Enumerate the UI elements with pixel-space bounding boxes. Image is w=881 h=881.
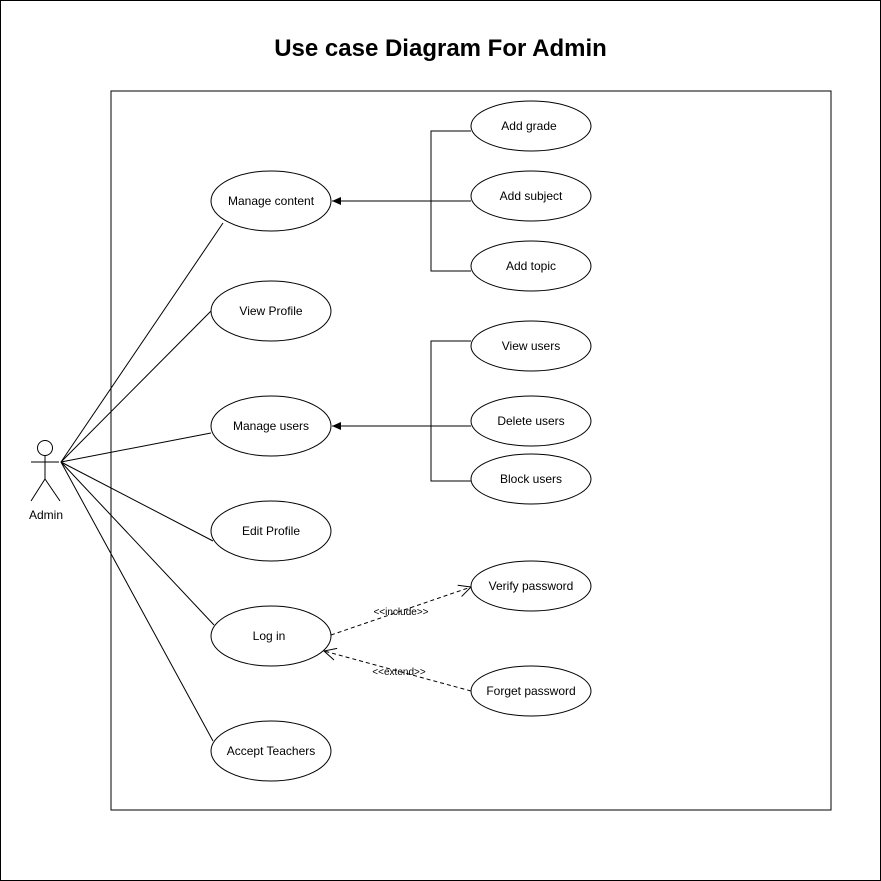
use-case-ellipse xyxy=(210,280,332,342)
use-case-add-subject[interactable]: Add subject xyxy=(470,170,592,222)
use-case-label: View Profile xyxy=(239,304,302,318)
use-case-label: Add grade xyxy=(501,119,557,133)
use-case-label: Log in xyxy=(253,629,286,643)
use-case-ellipse xyxy=(210,395,332,457)
assoc-edit-profile xyxy=(60,461,214,542)
use-case-label: Verify password xyxy=(489,579,574,593)
use-case-ellipse xyxy=(210,500,332,562)
include-line xyxy=(330,587,471,636)
include-label: <<include>> xyxy=(373,607,428,618)
use-case-log-in[interactable]: Log in xyxy=(210,605,332,667)
assoc-view-profile xyxy=(60,308,214,463)
use-case-verify-password[interactable]: Verify password xyxy=(470,560,592,612)
use-case-label: Edit Profile xyxy=(242,524,300,538)
use-case-label: Manage users xyxy=(233,419,309,433)
use-case-view-profile[interactable]: View Profile xyxy=(210,280,332,342)
diagram-title: Use case Diagram For Admin xyxy=(274,35,607,62)
extend-line xyxy=(324,651,472,692)
use-case-ellipse xyxy=(470,170,592,222)
assoc-accept-teachers xyxy=(60,461,214,742)
use-case-forget-password[interactable]: Forget password xyxy=(470,665,592,717)
users-connectors xyxy=(332,340,471,482)
assoc-manage-content xyxy=(60,222,224,463)
use-case-manage-content[interactable]: Manage content xyxy=(210,170,332,232)
use-case-ellipse xyxy=(210,170,332,232)
use-case-ellipse xyxy=(210,605,332,667)
use-case-manage-users[interactable]: Manage users xyxy=(210,395,332,457)
use-case-ellipse xyxy=(470,665,592,717)
use-case-edit-profile[interactable]: Edit Profile xyxy=(210,500,332,562)
actor-label: Admin xyxy=(29,508,63,522)
use-case-ellipse xyxy=(470,320,592,372)
assoc-manage-users xyxy=(60,432,212,463)
actor-head xyxy=(37,440,53,456)
extend-relation: <<extend>> xyxy=(324,651,472,692)
use-case-label: Manage content xyxy=(228,194,315,208)
use-case-add-grade[interactable]: Add grade xyxy=(470,100,592,152)
use-case-view-users[interactable]: View users xyxy=(470,320,592,372)
actor-left-leg xyxy=(30,478,46,502)
use-case-accept-teachers[interactable]: Accept Teachers xyxy=(210,720,332,782)
assoc-log-in xyxy=(60,461,215,626)
use-case-label: Block users xyxy=(500,472,562,486)
use-case-label: Delete users xyxy=(497,414,564,428)
use-case-delete-users[interactable]: Delete users xyxy=(470,395,592,447)
use-case-label: Forget password xyxy=(486,684,575,698)
include-relation: <<include>> xyxy=(330,587,471,636)
actor-associations xyxy=(60,222,224,742)
content-connectors xyxy=(332,130,471,272)
use-case-ellipse xyxy=(210,720,332,782)
system-boundary xyxy=(110,90,832,811)
use-case-label: View users xyxy=(502,339,560,353)
use-case-ellipse xyxy=(470,395,592,447)
extend-label: <<extend>> xyxy=(372,667,426,678)
actor-right-leg xyxy=(44,478,61,502)
use-case-ellipse xyxy=(470,240,592,292)
admin-actor[interactable]: Admin xyxy=(29,440,63,523)
use-case-label: Accept Teachers xyxy=(227,744,316,758)
users-bracket xyxy=(430,340,471,482)
use-case-ellipse xyxy=(470,100,592,152)
use-case-add-topic[interactable]: Add topic xyxy=(470,240,592,292)
use-case-ellipse xyxy=(470,560,592,612)
use-case-label: Add subject xyxy=(500,189,563,203)
use-case-ellipse xyxy=(470,453,592,505)
use-case-label: Add topic xyxy=(506,259,556,273)
use-case-block-users[interactable]: Block users xyxy=(470,453,592,505)
